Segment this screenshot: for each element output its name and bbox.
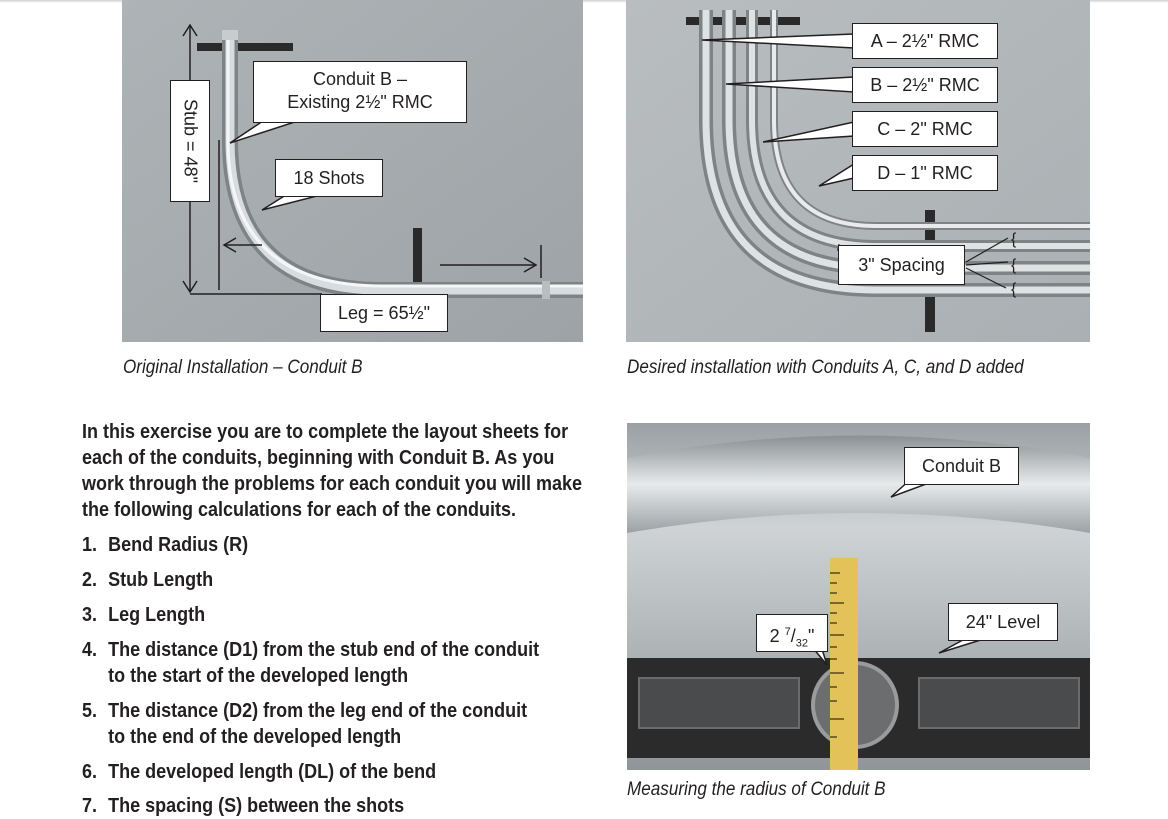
step-item: 6.The developed length (DL) of the bend (82, 761, 437, 783)
svg-text:{: { (1011, 281, 1017, 298)
callout-conduit-d: D – 1" RMC (852, 155, 998, 191)
callout-line-2: Existing 2½" RMC (287, 92, 433, 112)
step-item: 3.Leg Length (82, 604, 206, 626)
step-item: 7.The spacing (S) between the shots (82, 795, 405, 817)
caption-original-installation: Original Installation – Conduit B (123, 357, 363, 378)
callout-conduit-b-measure: Conduit B (904, 447, 1019, 485)
callout-line-1: Conduit B – (312, 69, 408, 89)
photo-measuring-radius (627, 423, 1090, 770)
step-item: 4.The distance (D1) from the stub end of… (82, 639, 540, 687)
step-item: 5.The distance (D2) from the leg end of … (82, 700, 528, 748)
caption-measuring-radius: Measuring the radius of Conduit B (627, 779, 886, 800)
caption-desired-installation: Desired installation with Conduits A, C,… (627, 357, 1024, 378)
callout-conduit-c: C – 2" RMC (852, 111, 998, 147)
exercise-intro: In this exercise you are to complete the… (82, 421, 583, 521)
callout-conduit-a: A – 2½" RMC (852, 23, 998, 59)
svg-text:{: { (1011, 231, 1017, 248)
measurement-value: 2 7/32" (769, 626, 815, 650)
step-item: 1.Bend Radius (R) (82, 534, 249, 556)
callout-18-shots: 18 Shots (275, 159, 383, 197)
callout-measurement: 2 7/32" (756, 614, 828, 652)
callout-conduit-b-existing: Conduit B – Existing 2½" RMC (253, 61, 467, 123)
callout-conduit-b: B – 2½" RMC (852, 67, 998, 103)
leg-dimension-label: Leg = 65½" (320, 294, 448, 332)
callout-spacing: 3" Spacing (838, 245, 965, 285)
step-item: 2.Stub Length (82, 569, 214, 591)
page-top-edge (0, 0, 1168, 3)
svg-text:{: { (1011, 257, 1017, 274)
callout-24-level: 24" Level (948, 603, 1058, 641)
stub-dimension-label: Stub = 48" (170, 80, 210, 202)
stub-dimension-text: Stub = 48" (180, 99, 201, 183)
